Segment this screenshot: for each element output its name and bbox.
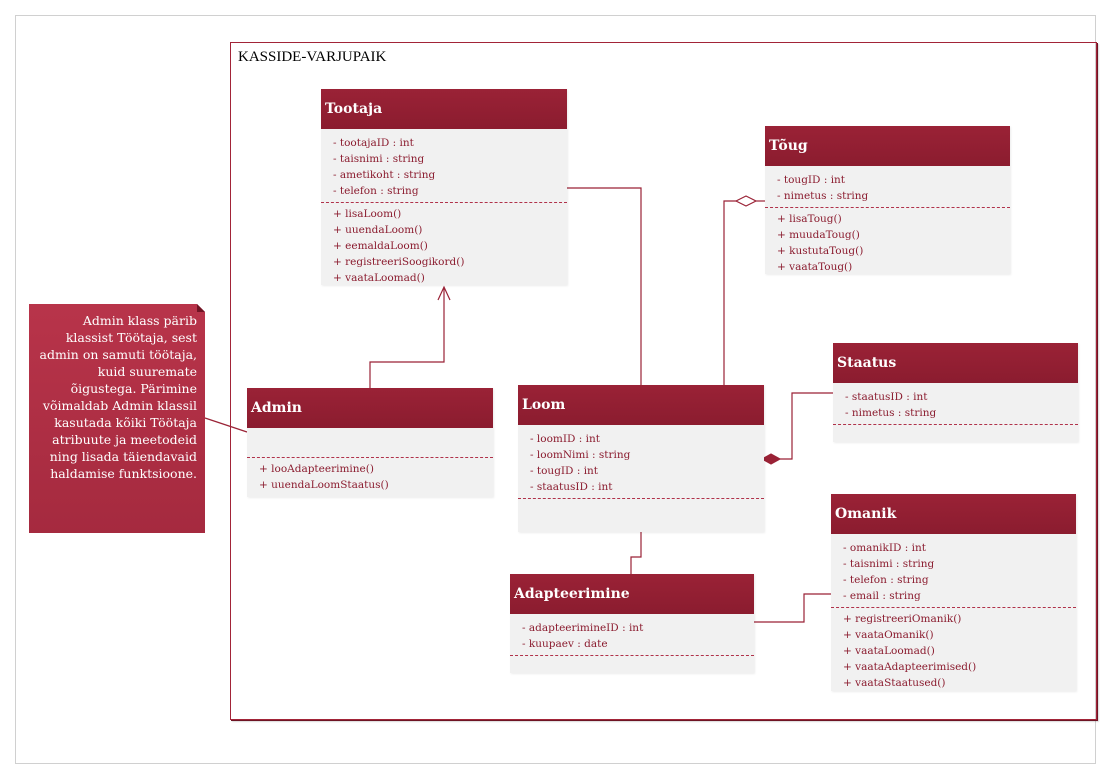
class-adapteerimine-name: Adapteerimine xyxy=(510,574,754,614)
class-loom-name: Loom xyxy=(518,385,764,425)
class-loom-attributes: - loomID : int - loomNimi : string - tougI… xyxy=(530,431,758,495)
inheritance-note-text: Admin klass pärib klassist Töötaja, sest… xyxy=(39,313,198,481)
class-adapteerimine[interactable]: Adapteerimine - adapteerimineID : int - k… xyxy=(510,574,754,673)
class-method: + lisaToug() xyxy=(777,213,842,225)
class-toug-name: Tõug xyxy=(765,126,1010,166)
class-attribute: - nimetus : string xyxy=(777,190,869,202)
class-attribute: - kuupaev : date xyxy=(522,638,608,650)
class-attribute: - taisnimi : string xyxy=(333,153,425,165)
class-tootaja[interactable]: Tootaja - tootajaID : int - taisnimi : st… xyxy=(321,89,567,285)
class-attribute: - telefon : string xyxy=(333,185,419,197)
class-method: + eemaldaLoom() xyxy=(333,240,428,252)
class-staatus-separator xyxy=(833,424,1078,425)
class-tootaja-name: Tootaja xyxy=(321,89,567,129)
class-adapteerimine-attributes: - adapteerimineID : int - kuupaev : date xyxy=(522,620,748,652)
class-method: + looAdapteerimine() xyxy=(259,463,374,475)
class-staatus-name: Staatus xyxy=(833,343,1078,383)
class-attribute: - ametikoht : string xyxy=(333,169,436,181)
composition-diamond xyxy=(760,453,782,465)
class-method: + kustutaToug() xyxy=(777,245,864,257)
connector-staatus-loom xyxy=(780,392,833,460)
arrowhead-generalization xyxy=(437,285,451,301)
class-toug-separator xyxy=(765,207,1010,208)
class-omanik-name: Omanik xyxy=(831,494,1076,534)
class-method: + vaataLoomad() xyxy=(333,272,425,284)
class-staatus[interactable]: Staatus - staatusID : int - nimetus : str… xyxy=(833,343,1078,442)
class-method: + vaataLoomad() xyxy=(843,645,935,657)
class-method: + muudaToug() xyxy=(777,229,860,241)
class-admin[interactable]: Admin + looAdapteerimine() + uuendaLoomSt… xyxy=(247,388,493,497)
class-admin-name: Admin xyxy=(247,388,493,428)
class-tootaja-separator xyxy=(321,202,567,203)
class-toug[interactable]: Tõug - tougID : int - nimetus : string + … xyxy=(765,126,1010,274)
class-attribute: - loomNimi : string xyxy=(530,449,631,461)
class-attribute: - loomID : int xyxy=(530,433,600,445)
connector-note-admin xyxy=(204,417,248,433)
aggregation-diamond xyxy=(734,195,758,207)
class-method: + vaataToug() xyxy=(777,261,853,273)
class-method: + vaataOmanik() xyxy=(843,629,934,641)
inheritance-note: Admin klass pärib klassist Töötaja, sest… xyxy=(29,304,205,533)
class-loom[interactable]: Loom - loomID : int- loomNimi : string- … xyxy=(518,385,764,532)
class-tootaja-methods: + lisaLoom() + uuendaLoom() + eemaldaLoom(… xyxy=(333,206,561,286)
class-omanik-separator xyxy=(831,607,1076,608)
diagram-frame xyxy=(15,15,1096,764)
class-tootaja-attributes: - tootajaID : int - taisnimi : string - am… xyxy=(333,135,561,199)
class-method: + lisaLoom() xyxy=(333,208,402,220)
class-method: + vaataStaatused() xyxy=(843,677,946,689)
class-omanik-attributes: - omanikID : int - taisnimi : string - tel… xyxy=(843,540,1070,604)
connector-adapteerimine-omanik xyxy=(754,593,831,623)
class-attribute: - email : string xyxy=(843,590,921,602)
class-attribute: - taisnimi : string xyxy=(843,558,935,570)
class-attribute: - tootajaID : int xyxy=(333,137,414,149)
class-staatus-attributes: - staatusID : int - nimetus : string xyxy=(845,389,1072,421)
class-admin-methods: + looAdapteerimine() + uuendaLoomStaatus(… xyxy=(259,461,487,493)
class-loom-separator xyxy=(518,498,764,499)
class-omanik-methods: + registreeriOmanik() + vaataOmanik() + va… xyxy=(843,611,1070,691)
class-attribute: - omanikID : int xyxy=(843,542,927,554)
class-method: + uuendaLoom() xyxy=(333,224,423,236)
class-attribute: - staatusID : int xyxy=(530,481,613,493)
connector-loom-adapteerimine xyxy=(630,532,642,574)
note-fold-corner xyxy=(197,304,205,312)
class-attribute: - telefon : string xyxy=(843,574,929,586)
class-method: + registreeriSoogikord() xyxy=(333,256,465,268)
class-admin-separator xyxy=(247,457,493,458)
class-toug-attributes: - tougID : int - nimetus : string xyxy=(777,172,1004,204)
package-title: KASSIDE-VARJUPAIK xyxy=(238,49,387,65)
connector-admin-tootaja xyxy=(369,288,445,388)
class-method: + registreeriOmanik() xyxy=(843,613,962,625)
class-attribute: - staatusID : int xyxy=(845,391,928,403)
class-adapteerimine-separator xyxy=(510,655,754,656)
connector-toug-loom xyxy=(723,200,736,385)
package-frame xyxy=(230,42,1097,720)
class-method: + vaataAdapteerimised() xyxy=(843,661,977,673)
class-omanik[interactable]: Omanik - omanikID : int - taisnimi : stri… xyxy=(831,494,1076,691)
class-attribute: - tougID : int xyxy=(777,174,846,186)
connector-tootaja-loom xyxy=(567,187,642,385)
class-attribute: - tougID : int xyxy=(530,465,599,477)
class-attribute: - nimetus : string xyxy=(845,407,937,419)
class-toug-methods: + lisaToug() + muudaToug() + kustutaToug()… xyxy=(777,211,1004,275)
class-attribute: - adapteerimineID : int xyxy=(522,622,644,634)
class-method: + uuendaLoomStaatus() xyxy=(259,479,389,491)
